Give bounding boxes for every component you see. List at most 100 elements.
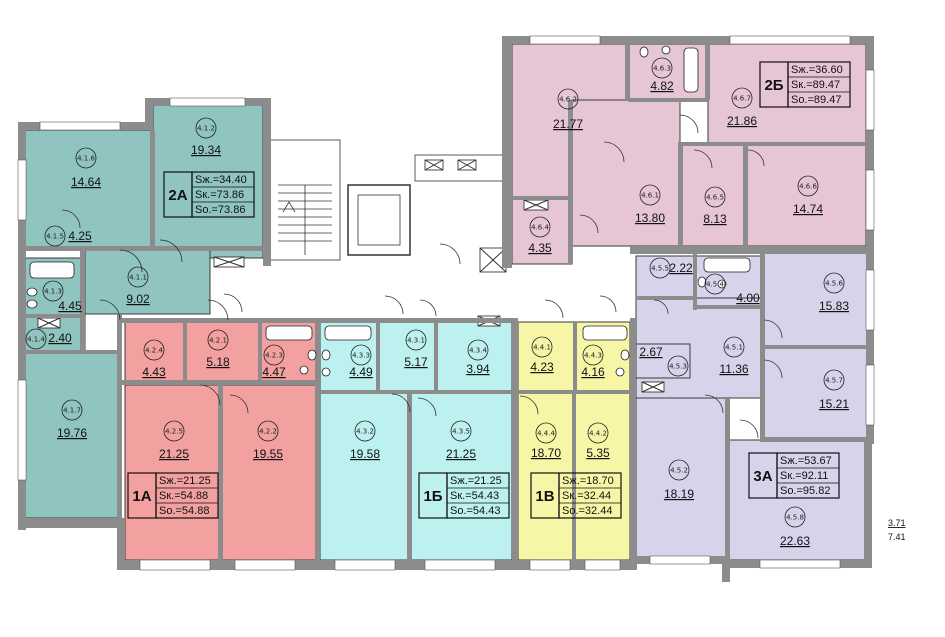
room-number: 4.3.2 (356, 428, 374, 436)
apartment-code: 3А (753, 468, 772, 485)
balcony-areas: 3.71 7.41 (888, 518, 906, 542)
room-number: 4.2.2 (259, 428, 277, 436)
windows (17, 35, 875, 571)
room-label: 4.4.25.35 (586, 422, 610, 460)
room-number-circle (405, 329, 427, 351)
room-number: 4.3.3 (352, 352, 370, 360)
bathtub-icon (324, 325, 372, 341)
apartment-code: 1В (535, 488, 554, 505)
room-number: 4.3.1 (407, 337, 425, 345)
room-label: 4.4.418.70 (531, 422, 561, 460)
room-2a-4-1-7 (24, 351, 121, 519)
apartment-code: 1А (132, 488, 151, 505)
sink-icon (299, 365, 309, 375)
bathtub-icon (265, 325, 313, 341)
room-number: 4.3.4 (469, 347, 487, 355)
room-area: 15.83 (819, 299, 849, 313)
room-number-circle (354, 420, 376, 442)
room-label: 4.3.15.17 (404, 329, 428, 369)
room-number: 4.5.4 (706, 281, 724, 289)
room-area: 21.77 (553, 117, 583, 131)
room-label: 4.5.32.67 (639, 345, 689, 377)
bathroom-fixtures (26, 45, 751, 377)
room-area: 4.82 (650, 79, 674, 93)
room-area: 18.19 (664, 487, 694, 501)
room-label: 4.4.34.16 (581, 344, 605, 379)
room-number: 4.3.5 (452, 428, 470, 436)
sink-icon (661, 45, 671, 55)
building-core (37, 139, 665, 393)
room-number-circle (797, 175, 819, 197)
room-label: 4.2.219.55 (253, 420, 283, 461)
room-2a-4-1-6 (24, 129, 154, 249)
balcony-area-a: 3.71 (888, 518, 906, 528)
toilet-icon (307, 349, 317, 361)
bathtub-icon (582, 325, 628, 341)
room-number-circle (529, 216, 551, 238)
room-area: 4.35 (528, 241, 552, 255)
room-1b-4-3-4 (435, 321, 513, 393)
sink-icon (717, 279, 727, 289)
room-label: 4.1.19.02 (126, 266, 150, 306)
room-number: 4.1.6 (77, 155, 95, 163)
apartment-area-so: Sо.=54.88 (159, 505, 209, 517)
room-number: 4.6.2 (559, 96, 577, 104)
room-3a-4-5-5 (635, 255, 697, 299)
room-label: 4.1.719.76 (57, 399, 87, 440)
room-label: 4.3.219.58 (350, 420, 380, 461)
room-label: 4.5.822.63 (780, 506, 810, 548)
room-3a-4-5-7 (761, 347, 871, 441)
room-3a-4-5-8 (727, 439, 867, 561)
room-area: 4.25 (68, 229, 92, 243)
room-1a-4-2-2 (221, 384, 319, 561)
apartment-area-so: Sо.=54.43 (450, 505, 500, 517)
room-area: 4.49 (349, 365, 373, 379)
room-area: 21.25 (446, 447, 476, 461)
bathtub-icon (703, 257, 751, 273)
room-number: 4.6.7 (733, 95, 751, 103)
room-number-circle (42, 280, 64, 302)
apartment-area-so: Sо.=95.82 (780, 485, 830, 497)
room-area: 19.34 (191, 143, 221, 157)
apartment-area-sz: Sж.=36.60 (791, 64, 843, 76)
toilet-icon (321, 349, 331, 361)
apartment-area-so: Sо.=32.44 (562, 505, 612, 517)
door-swings (61, 114, 783, 439)
room-number-circle (207, 329, 229, 351)
room-area: 3.94 (466, 362, 490, 376)
apartment-area-sk: Sк.=54.43 (450, 490, 499, 502)
apartment-area-sz: Sж.=21.25 (450, 475, 502, 487)
room-number-circle (667, 355, 689, 377)
room-number-circle (649, 257, 671, 279)
apartment-area-sk: Sк.=73.86 (195, 189, 244, 201)
room-number-circle (61, 399, 83, 421)
room-label: 4.1.6 14.64 (71, 147, 101, 189)
bathtub-icon (683, 47, 699, 93)
room-number: 4.6.3 (653, 65, 671, 73)
room-number: 4.5.5 (651, 265, 669, 273)
room-number: 4.2.3 (265, 352, 283, 360)
room-number-circle (639, 184, 661, 206)
room-label: 4.5.111.36 (719, 336, 749, 376)
room-area: 2.67 (639, 345, 663, 359)
room-area: 14.64 (71, 175, 101, 189)
walls (18, 36, 874, 582)
room-area: 8.13 (703, 212, 727, 226)
room-number-circle (582, 344, 604, 366)
room-number: 4.1.7 (63, 407, 81, 415)
apartment-code: 2Б (764, 77, 783, 94)
room-label: 4.1.34.45 (42, 280, 82, 313)
room-number-circle (668, 459, 690, 481)
room-label: 4.5.715.21 (819, 369, 849, 411)
room-number-circle (823, 272, 845, 294)
room-number: 4.4.4 (537, 430, 555, 438)
room-number-circle (75, 147, 97, 169)
room-number-circle (350, 344, 372, 366)
